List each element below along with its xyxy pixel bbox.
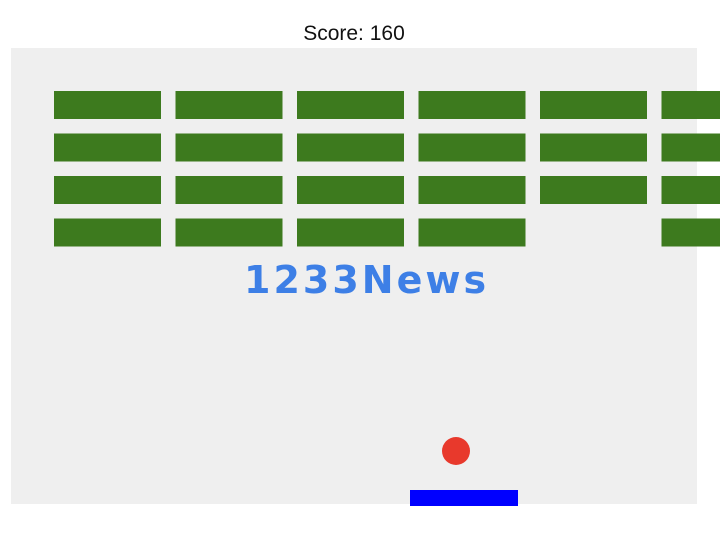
brick-r1-c5 [540, 91, 647, 119]
brick-r3-c1 [54, 176, 161, 204]
brick-r2-c5 [540, 133, 647, 162]
brick-wall [54, 91, 720, 247]
brick-r3-c6 [661, 176, 720, 204]
game-board[interactable] [11, 48, 720, 506]
brick-r2-c4 [418, 133, 526, 162]
brick-r2-c2 [175, 133, 283, 162]
brick-r3-c4 [418, 176, 526, 204]
paddle[interactable] [410, 490, 518, 506]
brick-r4-c4 [418, 218, 526, 247]
game-canvas[interactable] [11, 48, 720, 506]
brick-r4-c1 [54, 218, 161, 247]
brick-r4-c3 [297, 218, 404, 247]
brick-r3-c5 [540, 176, 647, 204]
board-background [11, 48, 697, 504]
brick-r2-c6 [661, 133, 720, 162]
brick-r1-c3 [297, 91, 404, 119]
brick-r2-c3 [297, 133, 404, 162]
brick-r1-c4 [418, 91, 526, 119]
brick-r1-c2 [175, 91, 283, 119]
brick-r4-c6 [661, 218, 720, 247]
score-display: Score: 160 [0, 21, 708, 47]
score-value: 160 [369, 22, 405, 45]
score-label: Score: [303, 22, 364, 45]
brick-r1-c1 [54, 91, 161, 119]
brick-r4-c2 [175, 218, 283, 247]
brick-r2-c1 [54, 133, 161, 162]
brick-r3-c3 [297, 176, 404, 204]
brick-r1-c6 [661, 91, 720, 119]
ball [442, 437, 470, 465]
brick-r3-c2 [175, 176, 283, 204]
